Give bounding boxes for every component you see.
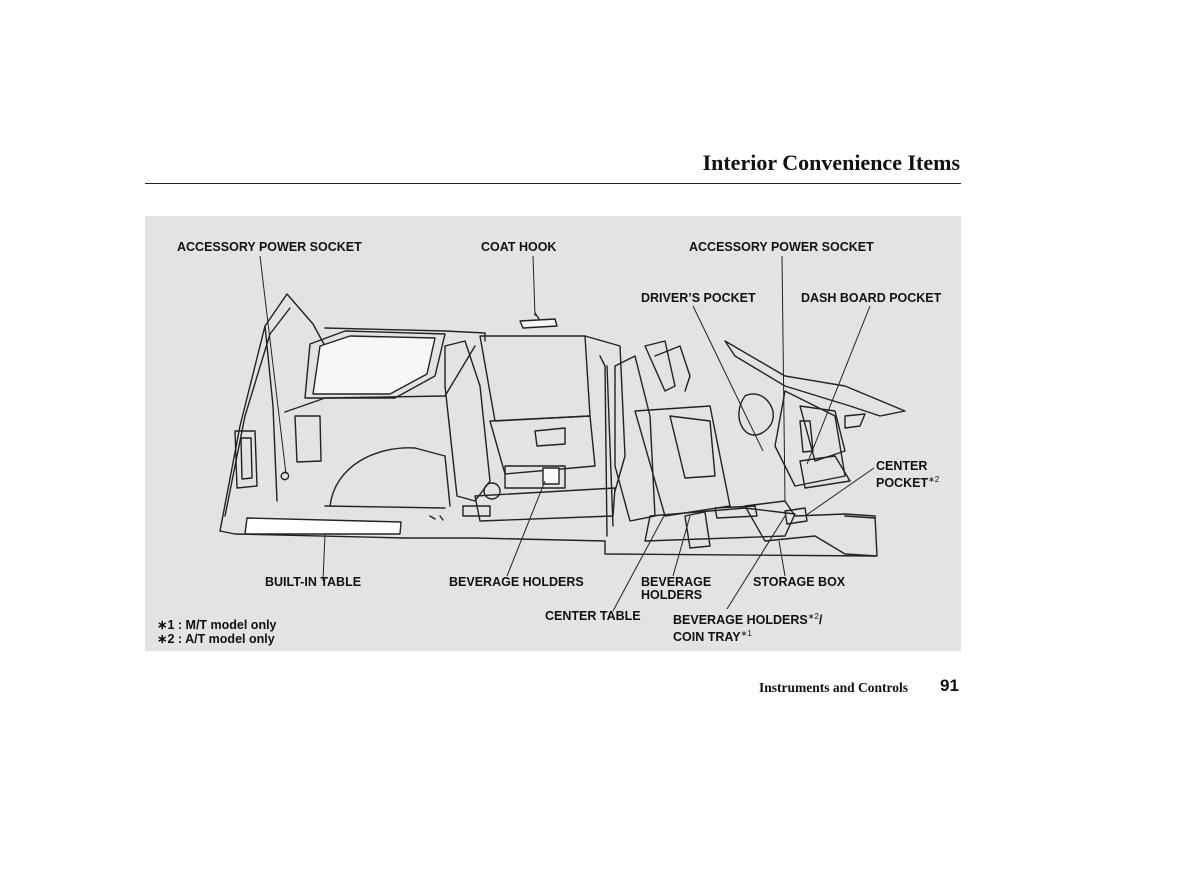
footnote-at-model: ∗2 : A/T model only <box>157 632 275 646</box>
label-drivers-pocket: DRIVER’S POCKET <box>641 291 756 305</box>
footer-section-name: Instruments and Controls <box>759 680 909 695</box>
label-beverage-coin-line1: BEVERAGE HOLDERS <box>673 613 808 627</box>
label-center-pocket: CENTER POCKET∗2 <box>876 460 939 490</box>
label-center-table: CENTER TABLE <box>545 609 641 623</box>
label-center-pocket-line2: POCKET <box>876 476 929 490</box>
label-accessory-power-socket-left: ACCESSORY POWER SOCKET <box>177 240 362 254</box>
label-coat-hook: COAT HOOK <box>481 240 557 254</box>
title-rule <box>145 183 961 184</box>
label-built-in-table: BUILT-IN TABLE <box>265 575 362 589</box>
label-beverage-holders-front: BEVERAGE HOLDERS <box>641 576 711 602</box>
page-title: Interior Convenience Items <box>702 150 960 175</box>
footnote-marker: ∗2 <box>807 612 819 621</box>
label-storage-box: STORAGE BOX <box>753 575 846 589</box>
footnote-marker: ∗2 <box>928 475 940 484</box>
footnote-mt-model: ∗1 : M/T model only <box>157 618 277 632</box>
label-beverage-holders-mid: BEVERAGE HOLDERS <box>449 575 584 589</box>
label-beverage-holders-front-line1: BEVERAGE <box>641 575 712 589</box>
page-number: 91 <box>940 676 959 695</box>
label-beverage-holders-front-line2: HOLDERS <box>641 588 703 602</box>
label-beverage-coin-line1-wrap: BEVERAGE HOLDERS∗2/ <box>673 610 822 627</box>
label-center-pocket-line1: CENTER <box>876 459 928 473</box>
label-beverage-coin-slash: / <box>818 613 823 627</box>
label-accessory-power-socket-right: ACCESSORY POWER SOCKET <box>689 240 874 254</box>
vehicle-interior-illustration <box>219 255 906 612</box>
label-beverage-coin-line2-wrap: COIN TRAY∗1 <box>673 627 822 644</box>
label-dashboard-pocket: DASH BOARD POCKET <box>801 291 942 305</box>
footnote-marker: ∗1 <box>740 629 752 638</box>
label-beverage-holders-coin-tray: BEVERAGE HOLDERS∗2/ COIN TRAY∗1 <box>673 610 822 644</box>
interior-diagram: ACCESSORY POWER SOCKET COAT HOOK ACCESSO… <box>145 216 961 651</box>
label-beverage-coin-line2: COIN TRAY <box>673 630 741 644</box>
label-center-pocket-line2-wrap: POCKET∗2 <box>876 473 939 490</box>
